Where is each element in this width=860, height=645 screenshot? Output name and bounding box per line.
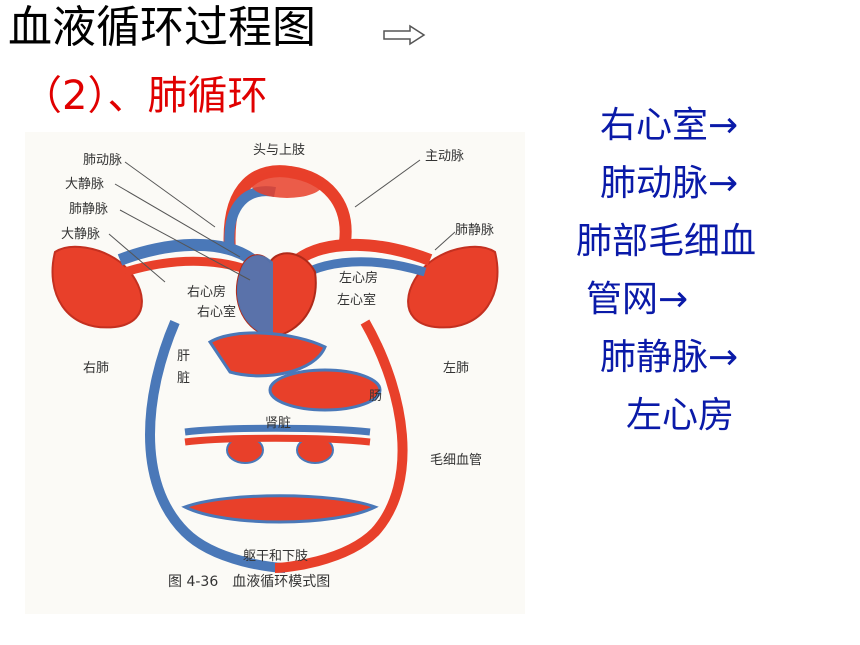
label-pulmonary-vein-right: 肺静脉 [455, 223, 495, 238]
step-6: 左心房 [626, 395, 735, 436]
label-left-atrium: 左心房 [339, 271, 379, 286]
label-pulmonary-artery: 肺动脉 [83, 153, 123, 168]
head-capillaries [251, 170, 323, 198]
label-left-lung: 左肺 [443, 361, 470, 376]
label-pulmonary-vein-left: 肺静脉 [69, 202, 109, 217]
right-lung-shape [51, 245, 143, 329]
label-head-upper-limbs: 头与上肢 [253, 143, 306, 158]
label-right-lung: 右肺 [83, 361, 110, 376]
circulation-drawing [51, 159, 499, 573]
right-arrow-icon [383, 24, 426, 46]
figure-caption: 图 4-36 血液循环模式图 [168, 574, 331, 590]
slide-subtitle: （2）、肺循环 [22, 73, 268, 119]
intestine-shape [268, 368, 382, 412]
circulation-diagram: 肺动脉 头与上肢 主动脉 大静脉 肺静脉 肺静脉 大静脉 右心房 右心室 左心房… [25, 132, 525, 614]
step-5: 肺静脉→ [600, 337, 739, 378]
liver-shape [207, 331, 327, 378]
label-left-ventricle: 左心室 [337, 293, 377, 308]
label-capillaries: 毛细血管 [430, 453, 483, 468]
label-intestine: 肠 [369, 389, 383, 404]
label-vena-cava-2: 大静脉 [61, 227, 101, 242]
label-right-ventricle: 右心室 [197, 305, 237, 320]
label-vena-cava-1: 大静脉 [65, 177, 105, 192]
label-trunk-lower-limbs: 躯干和下肢 [243, 549, 309, 564]
label-right-atrium: 右心房 [187, 285, 227, 300]
trunk-capillaries [181, 494, 379, 524]
step-1: 右心室→ [600, 105, 739, 146]
slide-title: 血液循环过程图 [8, 2, 316, 53]
label-liver-2: 脏 [177, 371, 191, 386]
label-kidney: 肾脏 [265, 416, 292, 431]
step-2: 肺动脉→ [600, 163, 739, 204]
label-aorta: 主动脉 [425, 149, 465, 164]
left-lung-shape [407, 245, 499, 329]
label-liver-1: 肝 [177, 349, 191, 364]
step-3: 肺部毛细血 [576, 221, 757, 262]
step-4: 管网→ [586, 279, 689, 320]
